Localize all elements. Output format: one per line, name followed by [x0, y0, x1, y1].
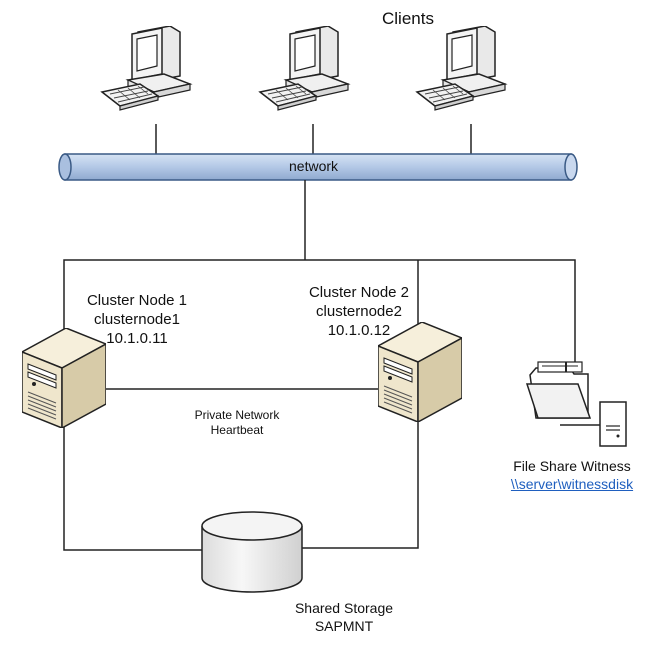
heartbeat-line2: Heartbeat	[210, 423, 264, 437]
witness-server-icon	[599, 401, 627, 447]
node1-ip: 10.1.0.11	[106, 329, 168, 347]
network-pipe	[58, 153, 578, 181]
client-computer-2	[259, 26, 349, 111]
storage-label: Shared Storage SAPMNT	[276, 600, 412, 635]
node2-title: Cluster Node 2	[308, 284, 410, 301]
node1-title: Cluster Node 1	[86, 292, 188, 309]
clients-title: Clients	[382, 9, 434, 28]
node1-hostname: clusternode1	[94, 310, 180, 328]
client-computer-1	[101, 26, 191, 111]
witness-label: File Share Witness \\server\witnessdisk	[506, 458, 638, 493]
storage-line2: SAPMNT	[314, 617, 374, 634]
node2-hostname: clusternode2	[316, 302, 402, 320]
node1-storage-link	[63, 425, 205, 551]
witness-path-link[interactable]: \\server\witnessdisk	[510, 475, 634, 492]
node2-ip: 10.1.0.12	[327, 321, 391, 339]
network-label: network	[289, 158, 339, 174]
node2-label: Cluster Node 2 clusternode2 10.1.0.12	[298, 284, 420, 340]
shared-storage-disk	[201, 511, 303, 593]
folder-icon	[525, 361, 592, 419]
heartbeat-label: Private Network Heartbeat	[170, 408, 304, 438]
witness-title: File Share Witness	[513, 458, 631, 474]
client-computer-3	[416, 26, 506, 111]
storage-line1: Shared Storage	[294, 600, 394, 616]
node1-label: Cluster Node 1 clusternode1 10.1.0.11	[76, 292, 198, 348]
heartbeat-line1: Private Network	[194, 408, 280, 422]
public-network-frame	[63, 259, 576, 362]
node2-storage-link	[300, 420, 419, 549]
